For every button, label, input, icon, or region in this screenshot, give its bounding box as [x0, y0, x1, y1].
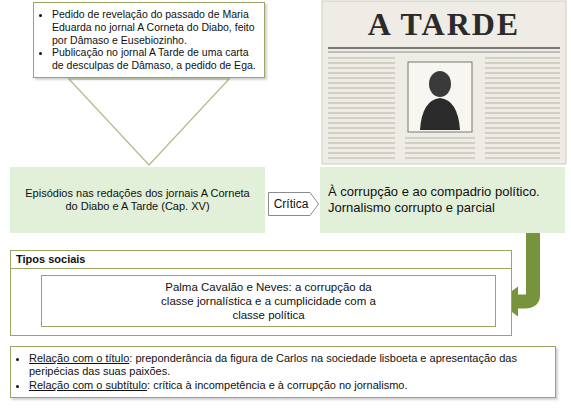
event-list-box: Pedido de revelação do passado de Maria …	[33, 2, 265, 78]
tag-text: Crítica	[274, 197, 309, 212]
bullet-text: Pedido de revelação do passado de Maria …	[52, 8, 255, 46]
episode-band: Episódios nas redações dos jornais A Cor…	[10, 167, 265, 233]
bullet-item: Pedido de revelação do passado de Maria …	[52, 8, 258, 46]
bullet-text: Publicação no jornal A Tarde de uma cart…	[52, 46, 256, 71]
bullet-text: : crítica à incompetência e à corrupção …	[147, 379, 407, 391]
critique-tag: Crítica	[268, 192, 319, 216]
portrait-head	[429, 71, 451, 97]
tag-outline	[269, 193, 319, 216]
relation-notes-box: Relação com o título: preponderância da …	[10, 346, 556, 398]
newspaper-page	[322, 1, 566, 164]
bullet-item: Publicação no jornal A Tarde de uma cart…	[52, 46, 258, 72]
social-types-item: Palma Cavalão e Neves: a corrupção da cl…	[41, 275, 496, 327]
group-heading: Tipos sociais	[11, 251, 511, 269]
bullet-item: Relação com o subtítulo: crítica à incom…	[29, 379, 547, 392]
connector	[69, 79, 229, 165]
newspaper-rule	[328, 47, 560, 49]
portrait-body	[420, 98, 460, 130]
bullet-list: Relação com o título: preponderância da …	[15, 352, 547, 392]
critique-box: À corrupção e ao compadrio político. Jor…	[320, 167, 565, 233]
social-types-box: Tipos sociaisPalma Cavalão e Neves: a co…	[10, 250, 512, 336]
box-text: À corrupção e ao compadrio político. Jor…	[328, 184, 557, 216]
bullet-list: Pedido de revelação do passado de Maria …	[38, 8, 258, 72]
box-text: Palma Cavalão e Neves: a corrupção da cl…	[156, 280, 381, 322]
block-arrow	[69, 79, 229, 165]
newspaper-columns	[328, 58, 560, 158]
newspaper-rule	[328, 52, 560, 53]
underlined-lead: Relação com o subtítulo	[29, 379, 147, 391]
bent-arrow-shaft	[517, 233, 533, 301]
underlined-lead: Relação com o título	[29, 352, 129, 364]
masthead-text: A TARDE	[322, 6, 566, 43]
bullet-item: Relação com o título: preponderância da …	[29, 352, 547, 379]
box-text: Episódios nas redações dos jornais A Cor…	[18, 187, 257, 214]
portrait-frame	[408, 62, 472, 132]
